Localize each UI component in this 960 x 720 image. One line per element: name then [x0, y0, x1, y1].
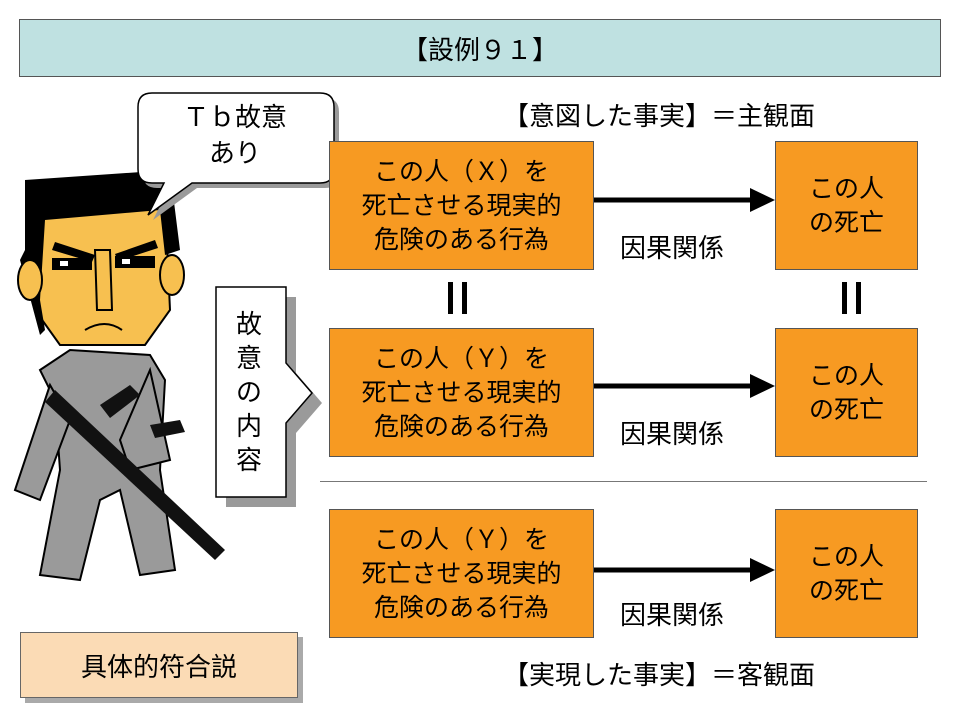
equal-mark-left: [448, 282, 467, 314]
soldier-figure: [13, 170, 225, 582]
vertical-char: 容: [235, 446, 262, 476]
divider-line: [320, 481, 927, 482]
result-text: この人 の死亡: [808, 360, 884, 424]
content-arrow-shape: [215, 286, 322, 507]
causation-arrow-1: [594, 188, 775, 212]
causation-arrow-3: [594, 558, 775, 582]
theory-box: 具体的符合説: [20, 632, 298, 698]
result-box-3: この人 の死亡: [775, 509, 918, 638]
act-box-y-realized: この人（Ｙ）を 死亡させる現実的 危険のある行為: [329, 509, 594, 638]
act-text: この人（Ｙ）を 死亡させる現実的 危険のある行為: [361, 524, 562, 622]
act-text: この人（Ｙ）を 死亡させる現実的 危険のある行為: [361, 343, 562, 441]
intended-facts-heading: 【意図した事実】＝主観面: [503, 102, 816, 132]
result-box-2: この人 の死亡: [775, 328, 918, 457]
vertical-char: 内: [235, 412, 262, 442]
theory-label: 具体的符合説: [80, 652, 237, 683]
act-box-y-intended: この人（Ｙ）を 死亡させる現実的 危険のある行為: [329, 328, 594, 457]
realized-facts-heading: 【実現した事実】＝客観面: [503, 661, 816, 691]
vertical-char: の: [235, 378, 262, 408]
result-box-1: この人 の死亡: [775, 141, 918, 270]
causation-label-3: 因果関係: [620, 601, 725, 631]
content-of-intent-label: 故 意 の 内 容: [219, 308, 279, 478]
vertical-char: 意: [235, 344, 262, 374]
causation-label-2: 因果関係: [620, 420, 725, 450]
result-text: この人 の死亡: [808, 173, 884, 237]
equal-mark-right: [842, 282, 861, 314]
speech-bubble-shape: [137, 92, 339, 220]
act-text: この人（Ｘ）を 死亡させる現実的 危険のある行為: [361, 156, 562, 254]
result-text: この人 の死亡: [808, 541, 884, 605]
title-bar: 【設例９１】: [19, 19, 941, 77]
speech-bubble-text: Ｔｂ故意 あり: [182, 103, 287, 169]
causation-arrow-2: [594, 374, 775, 398]
act-box-x: この人（Ｘ）を 死亡させる現実的 危険のある行為: [329, 141, 594, 270]
causation-label-1: 因果関係: [620, 234, 725, 264]
page-title: 【設例９１】: [401, 35, 558, 66]
vertical-char: 故: [235, 310, 262, 340]
